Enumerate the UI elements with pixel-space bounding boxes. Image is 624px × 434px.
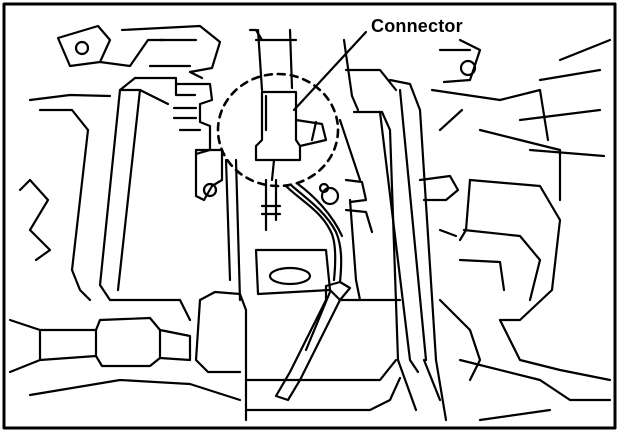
vertical-rails bbox=[224, 38, 448, 422]
left-hardware bbox=[172, 106, 224, 202]
left-component-body bbox=[8, 76, 242, 402]
diagram-border bbox=[2, 2, 617, 430]
bracket-edge bbox=[344, 208, 374, 234]
upper-left-bracket bbox=[28, 24, 222, 102]
connector-label: Connector bbox=[371, 16, 463, 36]
connector-part bbox=[248, 28, 328, 232]
right-side-components bbox=[418, 38, 612, 422]
fastener-bolt bbox=[320, 186, 340, 206]
wiring-harness bbox=[274, 182, 352, 402]
fastener-bolt-small bbox=[318, 182, 330, 194]
center-housing bbox=[194, 178, 402, 422]
connector-leader-line bbox=[292, 30, 368, 112]
connector-highlight-circle bbox=[216, 72, 340, 188]
